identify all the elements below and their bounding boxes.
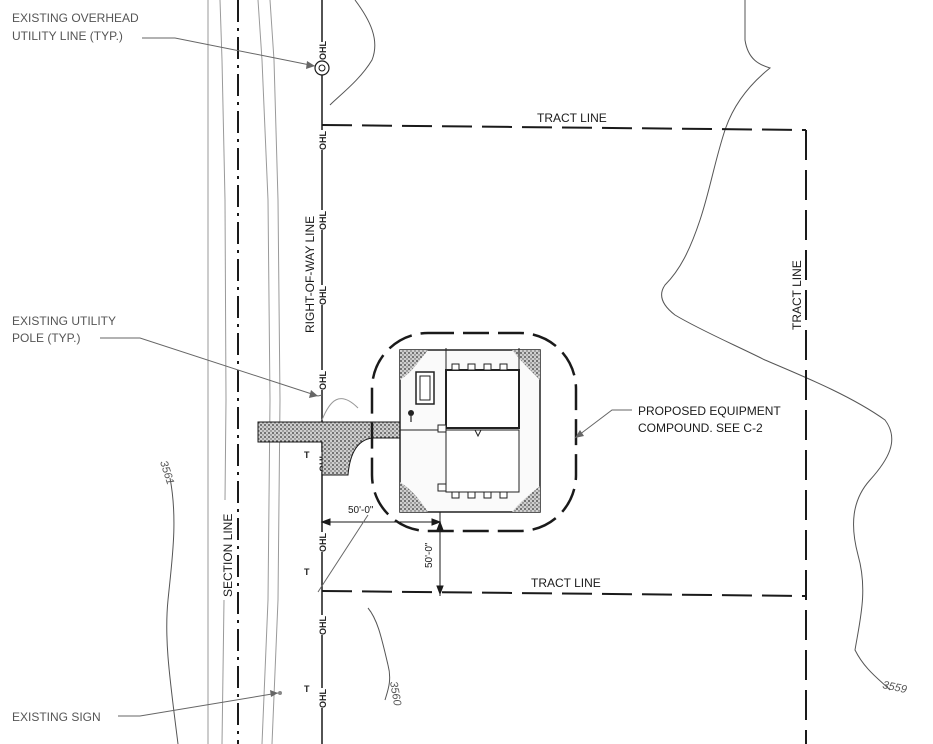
svg-text:OHL: OHL (318, 533, 328, 553)
right-of-way-label: RIGHT-OF-WAY LINE (303, 216, 317, 333)
existing-sign-label: EXISTING SIGN (12, 710, 101, 724)
cabinet (415, 371, 435, 405)
equipment-shelters (445, 348, 520, 493)
tract-line-right-label: TRACT LINE (790, 260, 804, 330)
sign-icon (278, 691, 282, 695)
equipment-pads-small (451, 363, 508, 499)
utility-pole-label-2: POLE (TYP.) (12, 331, 80, 345)
dimension-lines (317, 512, 444, 596)
svg-text:OHL: OHL (318, 689, 328, 709)
dimension-vertical-label: 50'-0" (424, 542, 435, 568)
svg-text:OHL: OHL (318, 41, 328, 61)
tract-lines (321, 124, 807, 744)
overhead-utility-label-1: EXISTING OVERHEAD (12, 11, 139, 25)
svg-text:OHL: OHL (318, 131, 328, 151)
compound-boundary (370, 331, 578, 533)
contour-label-3559: 3559 (881, 679, 907, 696)
svg-text:T: T (304, 450, 310, 460)
dimension-horizontal-label: 50'-0" (348, 505, 374, 516)
contour-label-3561: 3561 (157, 459, 176, 486)
svg-text:OHL: OHL (318, 616, 328, 636)
tract-line-top-label: TRACT LINE (537, 111, 607, 125)
access-road (257, 421, 401, 476)
compound-label-1: PROPOSED EQUIPMENT (638, 404, 781, 418)
telephone-tags: T T T (304, 450, 310, 694)
contour-label-3560: 3560 (387, 680, 403, 707)
road-lines (207, 0, 281, 744)
utility-pole-icon (314, 60, 330, 76)
compound-label-2: COMPOUND. SEE C-2 (638, 421, 763, 435)
overhead-utility-label-2: UTILITY LINE (TYP.) (12, 29, 123, 43)
meter-icon (408, 410, 414, 416)
tract-line-bottom-label: TRACT LINE (531, 576, 601, 590)
section-line-label: SECTION LINE (221, 514, 235, 597)
leader-lines (100, 37, 632, 717)
svg-text:OHL: OHL (318, 211, 328, 231)
svg-text:OHL: OHL (318, 371, 328, 391)
svg-text:T: T (304, 684, 310, 694)
svg-text:T: T (304, 567, 310, 577)
svg-text:OHL: OHL (318, 286, 328, 306)
utility-pole-label-1: EXISTING UTILITY (12, 314, 116, 328)
